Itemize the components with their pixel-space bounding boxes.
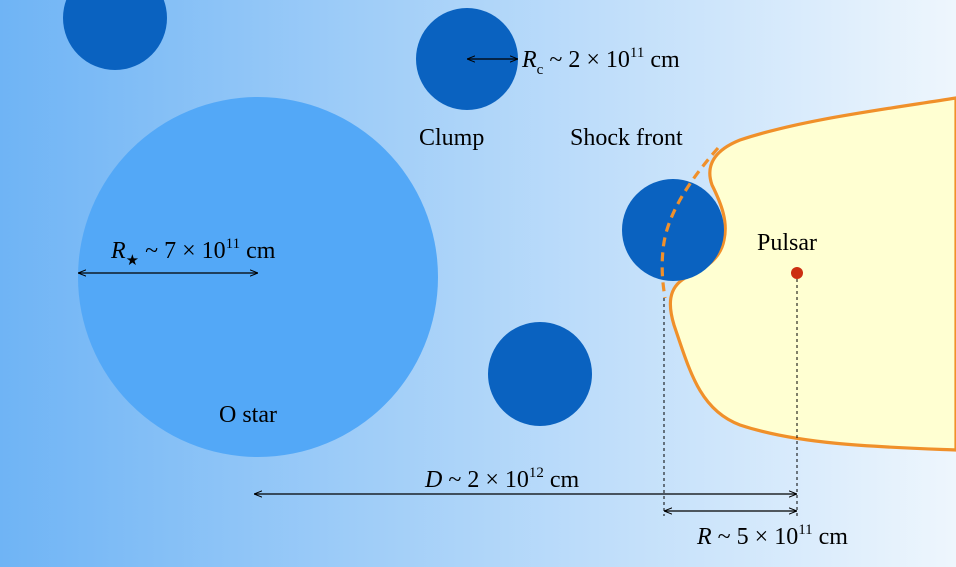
pulsar-label: Pulsar bbox=[757, 230, 817, 256]
clump-radius-label: Rc ~ 2 × 1011 cm bbox=[521, 45, 680, 78]
o-star-label: O star bbox=[219, 402, 277, 428]
standoff-label: R ~ 5 × 1011 cm bbox=[696, 522, 848, 550]
clump-bottom bbox=[488, 322, 592, 426]
pulsar bbox=[791, 267, 803, 279]
o-star bbox=[78, 97, 438, 457]
clump-at-shock bbox=[622, 179, 724, 281]
clump-top-left bbox=[63, 0, 167, 70]
star-radius-label: R★ ~ 7 × 1011 cm bbox=[110, 236, 276, 269]
shock-front-dashed bbox=[660, 146, 720, 299]
separation-label: D ~ 2 × 1012 cm bbox=[424, 465, 580, 493]
shock-front-label: Shock front bbox=[570, 125, 683, 151]
clump-label: Clump bbox=[419, 125, 484, 151]
